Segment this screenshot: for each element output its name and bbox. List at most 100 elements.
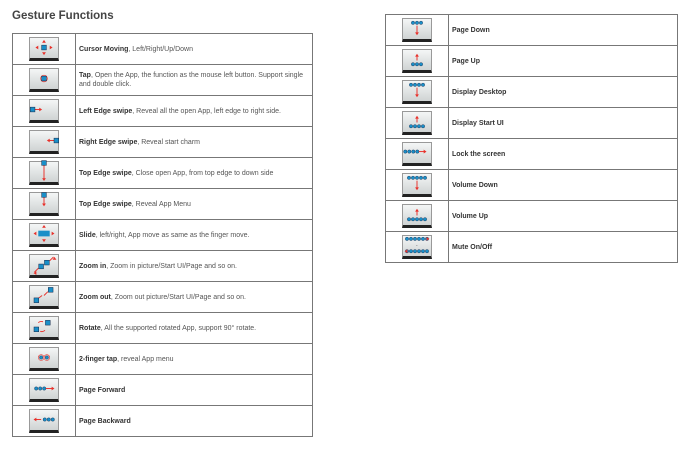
page-down-icon: [402, 18, 432, 42]
mute-icon: -: [402, 235, 432, 259]
gesture-name: Page Down: [452, 26, 490, 34]
gesture-description: , Zoom out picture/Start UI/Page and so …: [110, 293, 246, 301]
description-cell: Volume Up: [448, 200, 678, 232]
table-row: Top Edge swipe, Reveal App Menu: [12, 188, 313, 220]
gesture-description: , Left/Right/Up/Down: [128, 45, 193, 53]
left-edge-swipe-icon: [29, 99, 59, 123]
table-row: Rotate, All the supported rotated App, s…: [12, 312, 313, 344]
gesture-name: Display Start UI: [452, 119, 504, 127]
description-cell: 2-finger tap, reveal App menu: [75, 343, 313, 375]
display-desktop-icon: [402, 80, 432, 104]
gesture-name: Page Forward: [79, 386, 126, 394]
table-row: Zoom out, Zoom out picture/Start UI/Page…: [12, 281, 313, 313]
icon-cell: [12, 33, 76, 65]
gesture-table-left: Cursor Moving, Left/Right/Up/Down Tap, O…: [12, 33, 313, 437]
gesture-name: Right Edge swipe: [79, 138, 138, 146]
description-cell: Zoom in, Zoom in picture/Start UI/Page a…: [75, 250, 313, 282]
gesture-name: Tap: [79, 72, 91, 79]
icon-cell: [12, 157, 76, 189]
volume-up-icon: [402, 204, 432, 228]
top-edge-swipe-short-icon: [29, 192, 59, 216]
gesture-name: Zoom out: [79, 293, 111, 301]
slide-icon: [29, 223, 59, 247]
icon-cell: [12, 126, 76, 158]
table-row: Slide, left/right, App move as same as t…: [12, 219, 313, 251]
page-backward-icon: [29, 409, 59, 433]
icon-cell: [385, 138, 449, 170]
gesture-name: Lock the screen: [452, 150, 506, 158]
zoom-in-icon: [29, 254, 59, 278]
icon-cell: -: [385, 231, 449, 263]
gesture-name: Top Edge swipe: [79, 200, 132, 208]
svg-text:-: -: [416, 243, 418, 248]
description-cell: Page Backward: [75, 405, 313, 437]
description-cell: Volume Down: [448, 169, 678, 201]
icon-cell: [12, 281, 76, 313]
page-forward-icon: [29, 378, 59, 402]
right-edge-swipe-icon: [29, 130, 59, 154]
gesture-table-right: Page Down Page Up Display Desktop Displa…: [385, 14, 678, 263]
rotate-icon: [29, 316, 59, 340]
gesture-description: , All the supported rotated App, support…: [100, 324, 257, 332]
gesture-name: Rotate: [79, 324, 101, 332]
two-finger-tap-icon: [29, 347, 59, 371]
table-row: Page Up: [385, 45, 678, 77]
icon-cell: [12, 250, 76, 282]
icon-cell: [12, 188, 76, 220]
icon-cell: [12, 95, 76, 127]
table-row: Page Down: [385, 14, 678, 46]
table-row: Tap, Open the App, the function as the m…: [12, 64, 313, 96]
gesture-description: , Close open App, from top edge to down …: [131, 169, 274, 177]
lock-screen-icon: [402, 142, 432, 166]
description-cell: Top Edge swipe, Close open App, from top…: [75, 157, 313, 189]
table-row: Cursor Moving, Left/Right/Up/Down: [12, 33, 313, 65]
table-row: Display Start UI: [385, 107, 678, 139]
description-cell: Display Start UI: [448, 107, 678, 139]
description-cell: Page Forward: [75, 374, 313, 406]
gesture-name: Slide: [79, 231, 96, 239]
gesture-name: Volume Up: [452, 212, 489, 220]
gesture-name: Mute On/Off: [452, 243, 493, 251]
description-cell: Mute On/Off: [448, 231, 678, 263]
description-cell: Lock the screen: [448, 138, 678, 170]
table-row: Volume Up: [385, 200, 678, 232]
description-cell: Cursor Moving, Left/Right/Up/Down: [75, 33, 313, 65]
icon-cell: [12, 312, 76, 344]
gesture-description: , reveal App menu: [117, 355, 174, 363]
gesture-description: , Reveal all the open App, left edge to …: [132, 107, 281, 115]
cursor-moving-icon: [29, 37, 59, 61]
table-row: Page Backward: [12, 405, 313, 437]
description-cell: Page Up: [448, 45, 678, 77]
description-cell: Tap, Open the App, the function as the m…: [75, 64, 313, 96]
gesture-name: Page Backward: [79, 417, 131, 425]
icon-cell: [12, 343, 76, 375]
description-cell: Left Edge swipe, Reveal all the open App…: [75, 95, 313, 127]
table-row: Volume Down: [385, 169, 678, 201]
icon-cell: [385, 76, 449, 108]
top-edge-swipe-long-icon: [29, 160, 59, 185]
volume-down-icon: [402, 173, 432, 197]
gesture-name: Cursor Moving: [79, 45, 129, 53]
table-row: Display Desktop: [385, 76, 678, 108]
gesture-name: Page Up: [452, 57, 481, 65]
gesture-name: Volume Down: [452, 181, 498, 189]
gesture-description: , Reveal start charm: [137, 138, 200, 146]
page-up-icon: [402, 49, 432, 73]
description-cell: Right Edge swipe, Reveal start charm: [75, 126, 313, 158]
table-row: Lock the screen: [385, 138, 678, 170]
gesture-description: , Zoom in picture/Start UI/Page and so o…: [106, 262, 237, 270]
description-cell: Top Edge swipe, Reveal App Menu: [75, 188, 313, 220]
icon-cell: [12, 374, 76, 406]
table-row: Page Forward: [12, 374, 313, 406]
gesture-name: 2-finger tap: [79, 355, 118, 363]
icon-cell: [385, 14, 449, 46]
zoom-out-icon: [29, 285, 59, 309]
description-cell: Rotate, All the supported rotated App, s…: [75, 312, 313, 344]
icon-cell: [385, 200, 449, 232]
table-row: Top Edge swipe, Close open App, from top…: [12, 157, 313, 189]
table-row: Right Edge swipe, Reveal start charm: [12, 126, 313, 158]
description-cell: Display Desktop: [448, 76, 678, 108]
display-start-ui-icon: [402, 111, 432, 135]
gesture-name: Zoom in: [79, 262, 107, 270]
table-row: - Mute On/Off: [385, 231, 678, 263]
